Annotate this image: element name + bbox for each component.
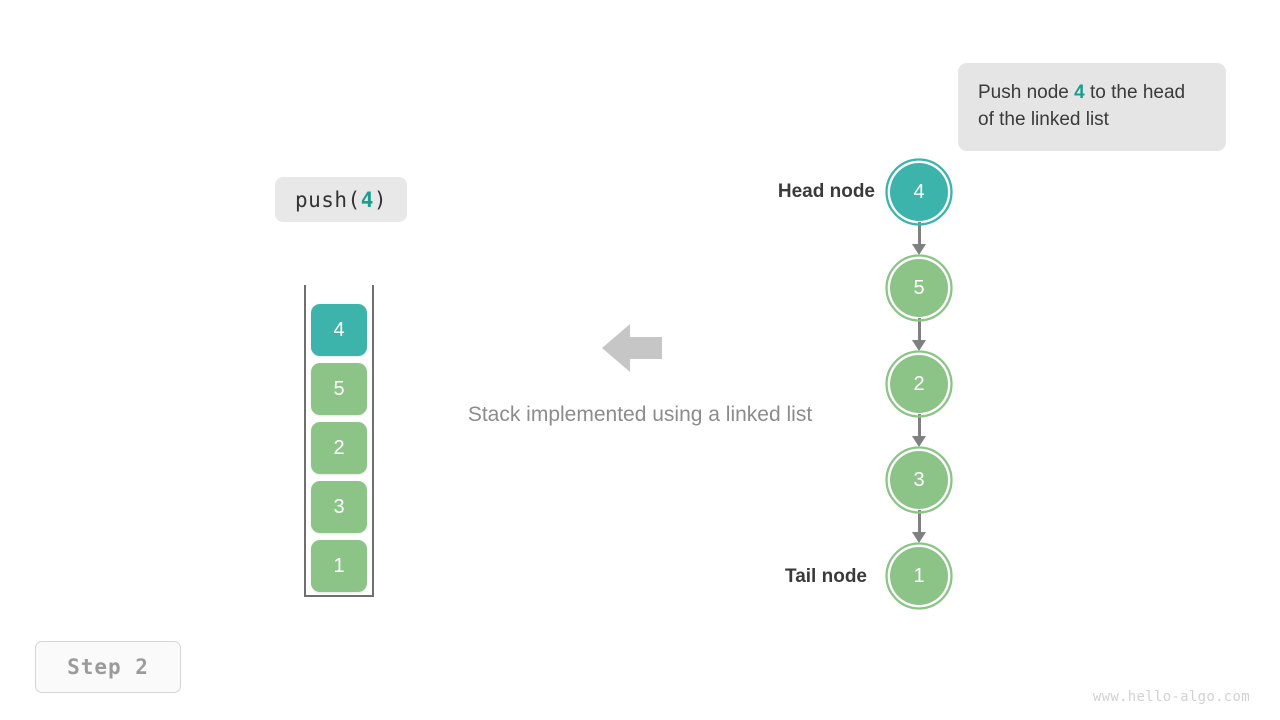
linked-list-node-value: 2: [913, 372, 925, 395]
stack-wall-right: [372, 285, 374, 597]
linked-list-edge: [918, 222, 921, 252]
operation-argument: 4: [360, 187, 374, 212]
linked-list-node-ring: [885, 350, 953, 418]
tooltip-text-after: to the head of the linked list: [978, 82, 1186, 130]
step-badge-label: Step 2: [67, 655, 149, 679]
diagram-caption: Stack implemented using a linked list: [467, 403, 813, 426]
linked-list-area: 4 5 2 3 1 Head node Tail node: [730, 150, 990, 630]
linked-list-node-ring: [885, 542, 953, 610]
linked-list-node: 4: [890, 163, 948, 221]
linked-list-edge: [918, 414, 921, 444]
tooltip-text-before: Push node: [978, 82, 1075, 103]
description-tooltip: Push node 4 to the head of the linked li…: [958, 63, 1226, 151]
head-node-label: Head node: [777, 181, 875, 202]
operation-close-paren: ): [373, 187, 388, 212]
stack-cell-value: 4: [333, 318, 345, 341]
operation-label: push(4): [275, 177, 407, 222]
linked-list-node: 1: [890, 547, 948, 605]
stack-cell: 4: [311, 304, 367, 356]
linked-list-node-value: 1: [913, 564, 925, 587]
operation-open-paren: (: [347, 187, 361, 212]
linked-list-node-ring: [885, 158, 953, 226]
linked-list-node-value: 4: [913, 180, 925, 203]
step-badge: Step 2: [35, 641, 181, 693]
operation-name: push: [294, 187, 348, 212]
linked-list-node-ring: [885, 254, 953, 322]
stack-cell-list: 4 5 2 3 1: [311, 304, 367, 592]
stack-cell-value: 1: [333, 554, 345, 577]
stack-cell-value: 5: [333, 377, 345, 400]
linked-list-arrowhead-icon: [912, 340, 926, 351]
linked-list-arrowhead-icon: [912, 436, 926, 447]
stack-cell: 3: [311, 481, 367, 533]
linked-list-node-value: 3: [913, 468, 925, 491]
stack-cell: 5: [311, 363, 367, 415]
watermark: www.hello-algo.com: [1092, 689, 1250, 705]
stack-container: 4 5 2 3 1: [304, 285, 374, 603]
stack-cell-value: 3: [333, 495, 345, 518]
left-arrow-icon: [602, 320, 662, 376]
tail-node-label: Tail node: [785, 566, 867, 587]
stack-cell-value: 2: [333, 436, 345, 459]
linked-list-arrowhead-icon: [912, 244, 926, 255]
linked-list-node-value: 5: [913, 276, 925, 299]
stack-floor: [304, 595, 374, 597]
linked-list-node: 5: [890, 259, 948, 317]
linked-list-node-ring: [885, 446, 953, 514]
linked-list-arrowhead-icon: [912, 532, 926, 543]
linked-list-edge: [918, 318, 921, 348]
tooltip-highlight-value: 4: [1074, 82, 1085, 103]
stack-cell: 2: [311, 422, 367, 474]
stack-wall-left: [304, 285, 306, 597]
linked-list-node: 3: [890, 451, 948, 509]
linked-list-edge: [918, 510, 921, 540]
stack-cell: 1: [311, 540, 367, 592]
linked-list-node: 2: [890, 355, 948, 413]
